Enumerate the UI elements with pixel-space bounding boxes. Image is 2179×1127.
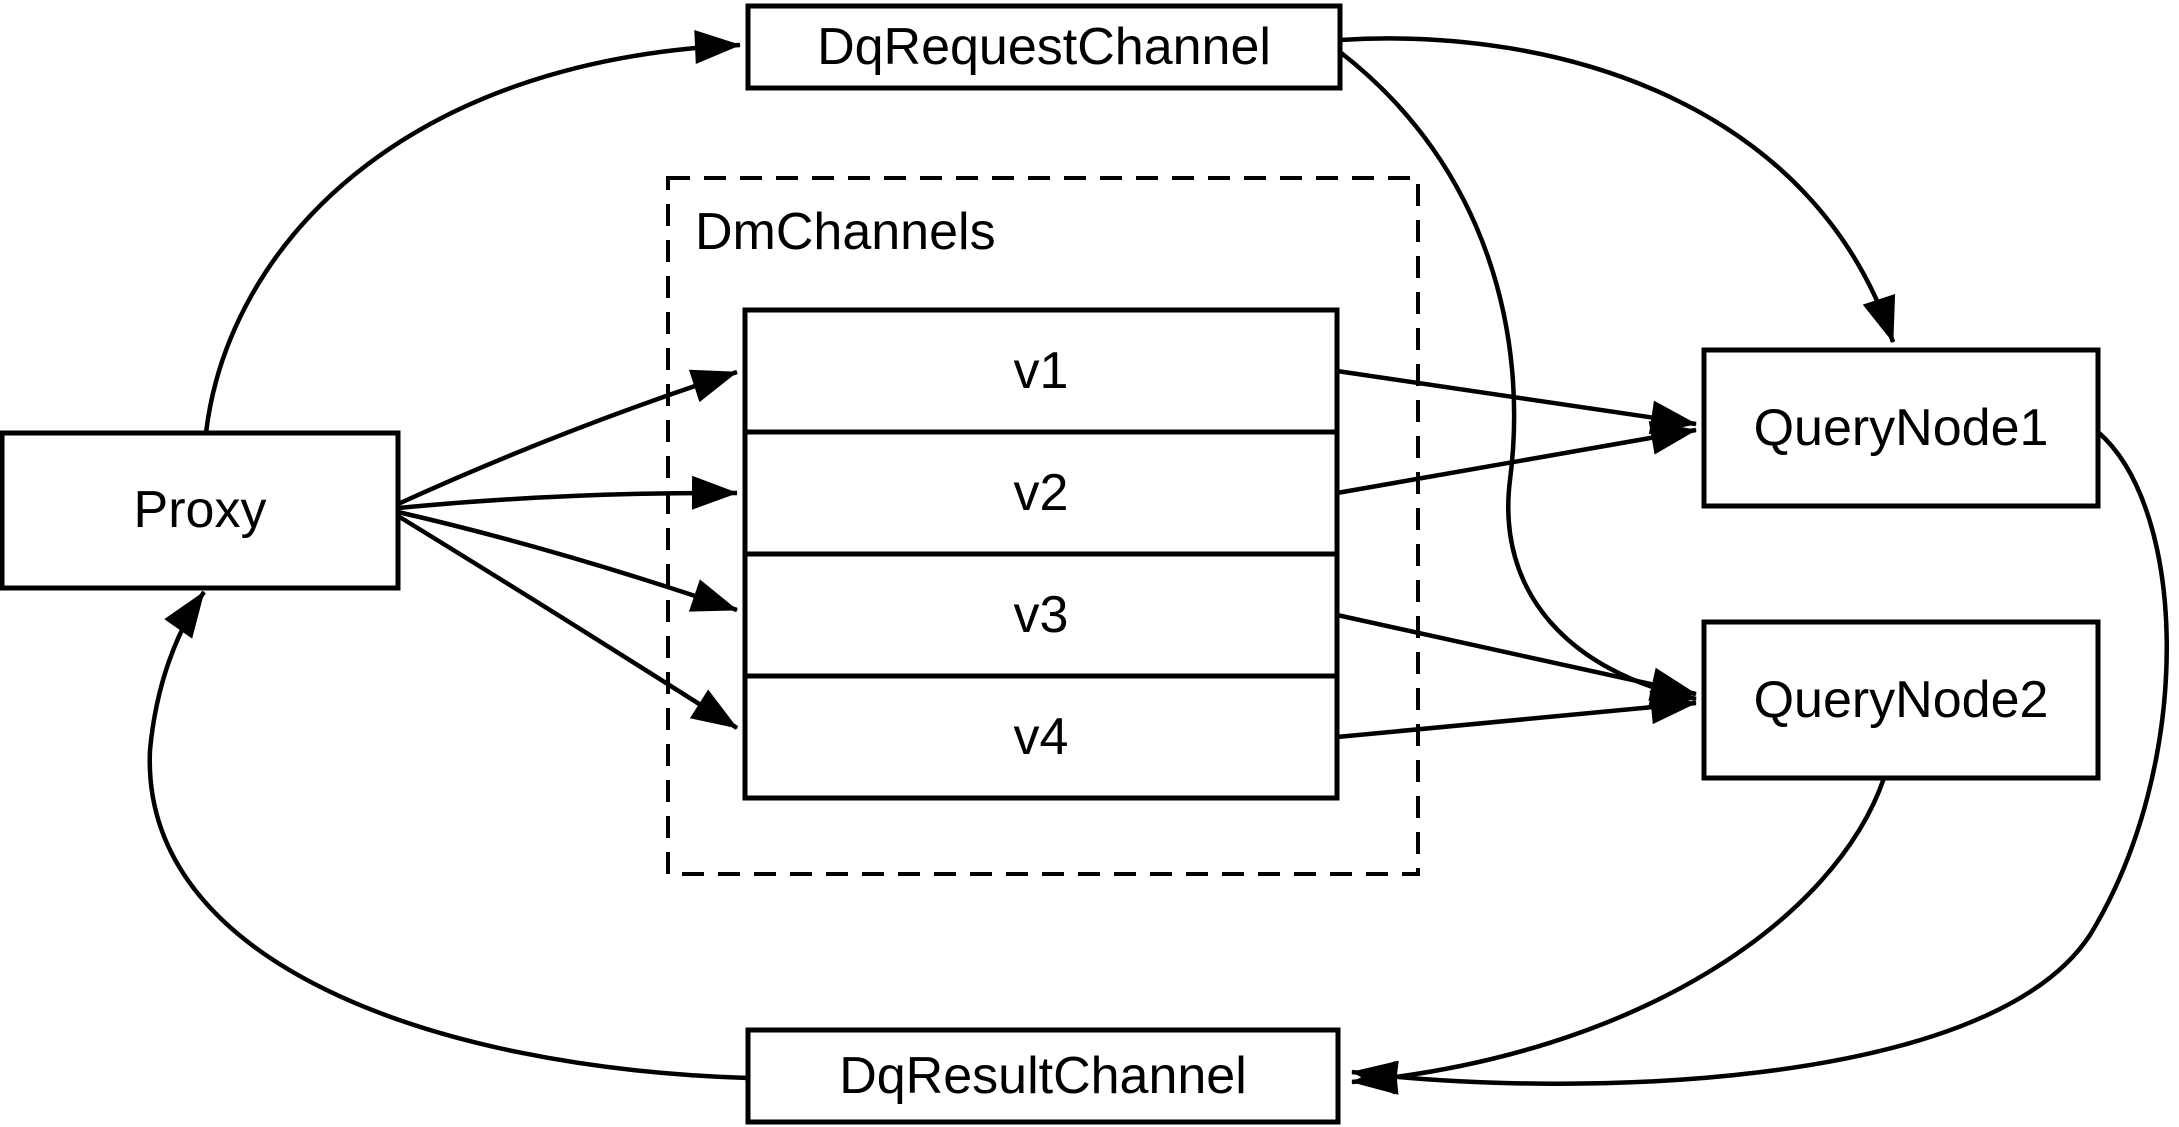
dq-result-channel-box xyxy=(745,1027,1341,1125)
dm-channels-dashed-box xyxy=(666,176,1420,876)
edge-proxy-to-v2 xyxy=(397,475,738,511)
edge-proxy-to-v3 xyxy=(397,509,738,613)
dm-channels-group: DmChannels v1 v2 v3 v4 xyxy=(666,176,1420,876)
query-node-1-label: QueryNode1 xyxy=(1754,399,2049,457)
edge-proxy-to-v1 xyxy=(397,369,738,507)
edge-proxy-to-dq-request-channel xyxy=(203,30,741,434)
edge-dq-request-channel-to-query-node-1 xyxy=(1339,36,1896,343)
query-node-2: QueryNode2 xyxy=(1701,619,2101,781)
dq-request-channel-node: DqRequestChannel xyxy=(745,3,1343,91)
edge-dq-result-channel-to-proxy xyxy=(147,590,749,1081)
edge-query-node-2-to-dq-result-channel xyxy=(1351,777,1887,1095)
proxy-box xyxy=(0,430,401,591)
query-node-1-box xyxy=(1701,347,2101,509)
dm-channels-label: DmChannels xyxy=(695,203,996,261)
dm-channels-stack: v1 v2 v3 v4 xyxy=(742,307,1340,801)
edge-dq-request-channel-to-query-node-2 xyxy=(1338,50,1697,707)
edge-proxy-to-v4 xyxy=(396,514,739,730)
dq-result-channel-node: DqResultChannel xyxy=(745,1027,1341,1125)
edge-v1-to-query-node-1 xyxy=(1336,368,1697,435)
edge-query-node-1-to-dq-result-channel xyxy=(1351,430,2169,1095)
query-node-2-box xyxy=(1701,619,2101,781)
edge-v4-to-query-node-2 xyxy=(1336,690,1697,740)
query-node-2-label: QueryNode2 xyxy=(1754,671,2049,729)
channel-row-v2-label: v2 xyxy=(1014,464,1069,522)
query-node-1: QueryNode1 xyxy=(1701,347,2101,509)
proxy-label: Proxy xyxy=(134,481,267,539)
edge-v2-to-query-node-1 xyxy=(1336,421,1697,496)
dq-result-channel-label: DqResultChannel xyxy=(839,1047,1247,1105)
proxy-node: Proxy xyxy=(0,430,401,591)
channel-row-v3-label: v3 xyxy=(1014,586,1069,644)
dq-request-channel-box xyxy=(745,3,1343,91)
dq-request-channel-label: DqRequestChannel xyxy=(817,18,1271,76)
channel-row-v4-label: v4 xyxy=(1014,708,1069,766)
channel-row-v1-label: v1 xyxy=(1014,342,1069,400)
diagram-edges xyxy=(147,30,2169,1095)
